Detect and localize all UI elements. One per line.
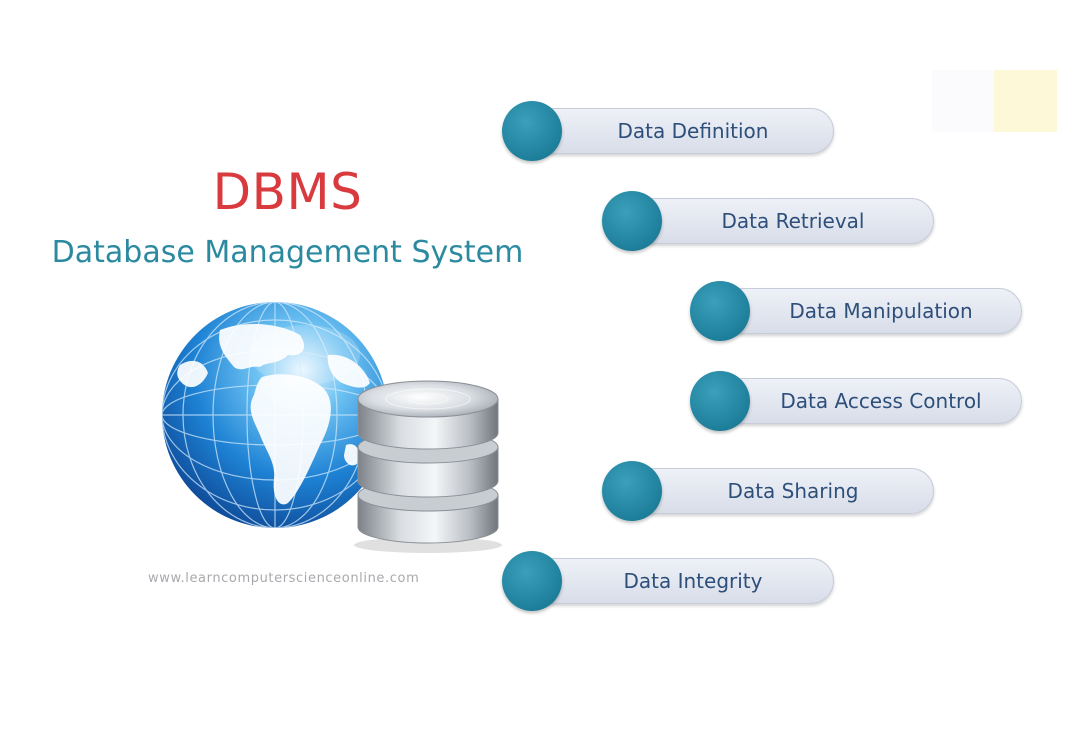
globe-icon	[162, 302, 388, 528]
feature-data-definition: Data Definition	[502, 101, 834, 161]
database-icon	[354, 380, 502, 553]
feature-pill	[632, 198, 934, 244]
feature-bullet	[502, 551, 562, 611]
corner-patch-white	[932, 70, 994, 132]
feature-data-sharing: Data Sharing	[602, 461, 934, 521]
feature-label: Data Integrity	[623, 569, 763, 593]
feature-data-manipulation: Data Manipulation	[690, 281, 1022, 341]
feature-label: Data Manipulation	[789, 299, 973, 323]
feature-label: Data Retrieval	[721, 209, 865, 233]
feature-bullet	[602, 191, 662, 251]
website-url: www.learncomputerscienceonline.com	[148, 571, 420, 586]
feature-pill	[532, 108, 834, 154]
corner-patch-yellow	[994, 70, 1057, 132]
page-subtitle: Database Management System	[51, 235, 524, 270]
feature-pill	[720, 288, 1022, 334]
feature-data-integrity: Data Integrity	[502, 551, 834, 611]
dbms-illustration	[162, 302, 502, 553]
feature-pill	[532, 558, 834, 604]
feature-bullet	[690, 371, 750, 431]
feature-label: Data Definition	[617, 119, 769, 143]
feature-bullet	[602, 461, 662, 521]
feature-data-retrieval: Data Retrieval	[602, 191, 934, 251]
feature-bullet	[502, 101, 562, 161]
feature-pill	[632, 468, 934, 514]
feature-label: Data Access Control	[780, 389, 982, 413]
page-title: DBMS	[212, 163, 363, 221]
feature-pill	[720, 378, 1022, 424]
feature-data-access-control: Data Access Control	[690, 371, 1022, 431]
feature-label: Data Sharing	[727, 479, 859, 503]
feature-bullet	[690, 281, 750, 341]
